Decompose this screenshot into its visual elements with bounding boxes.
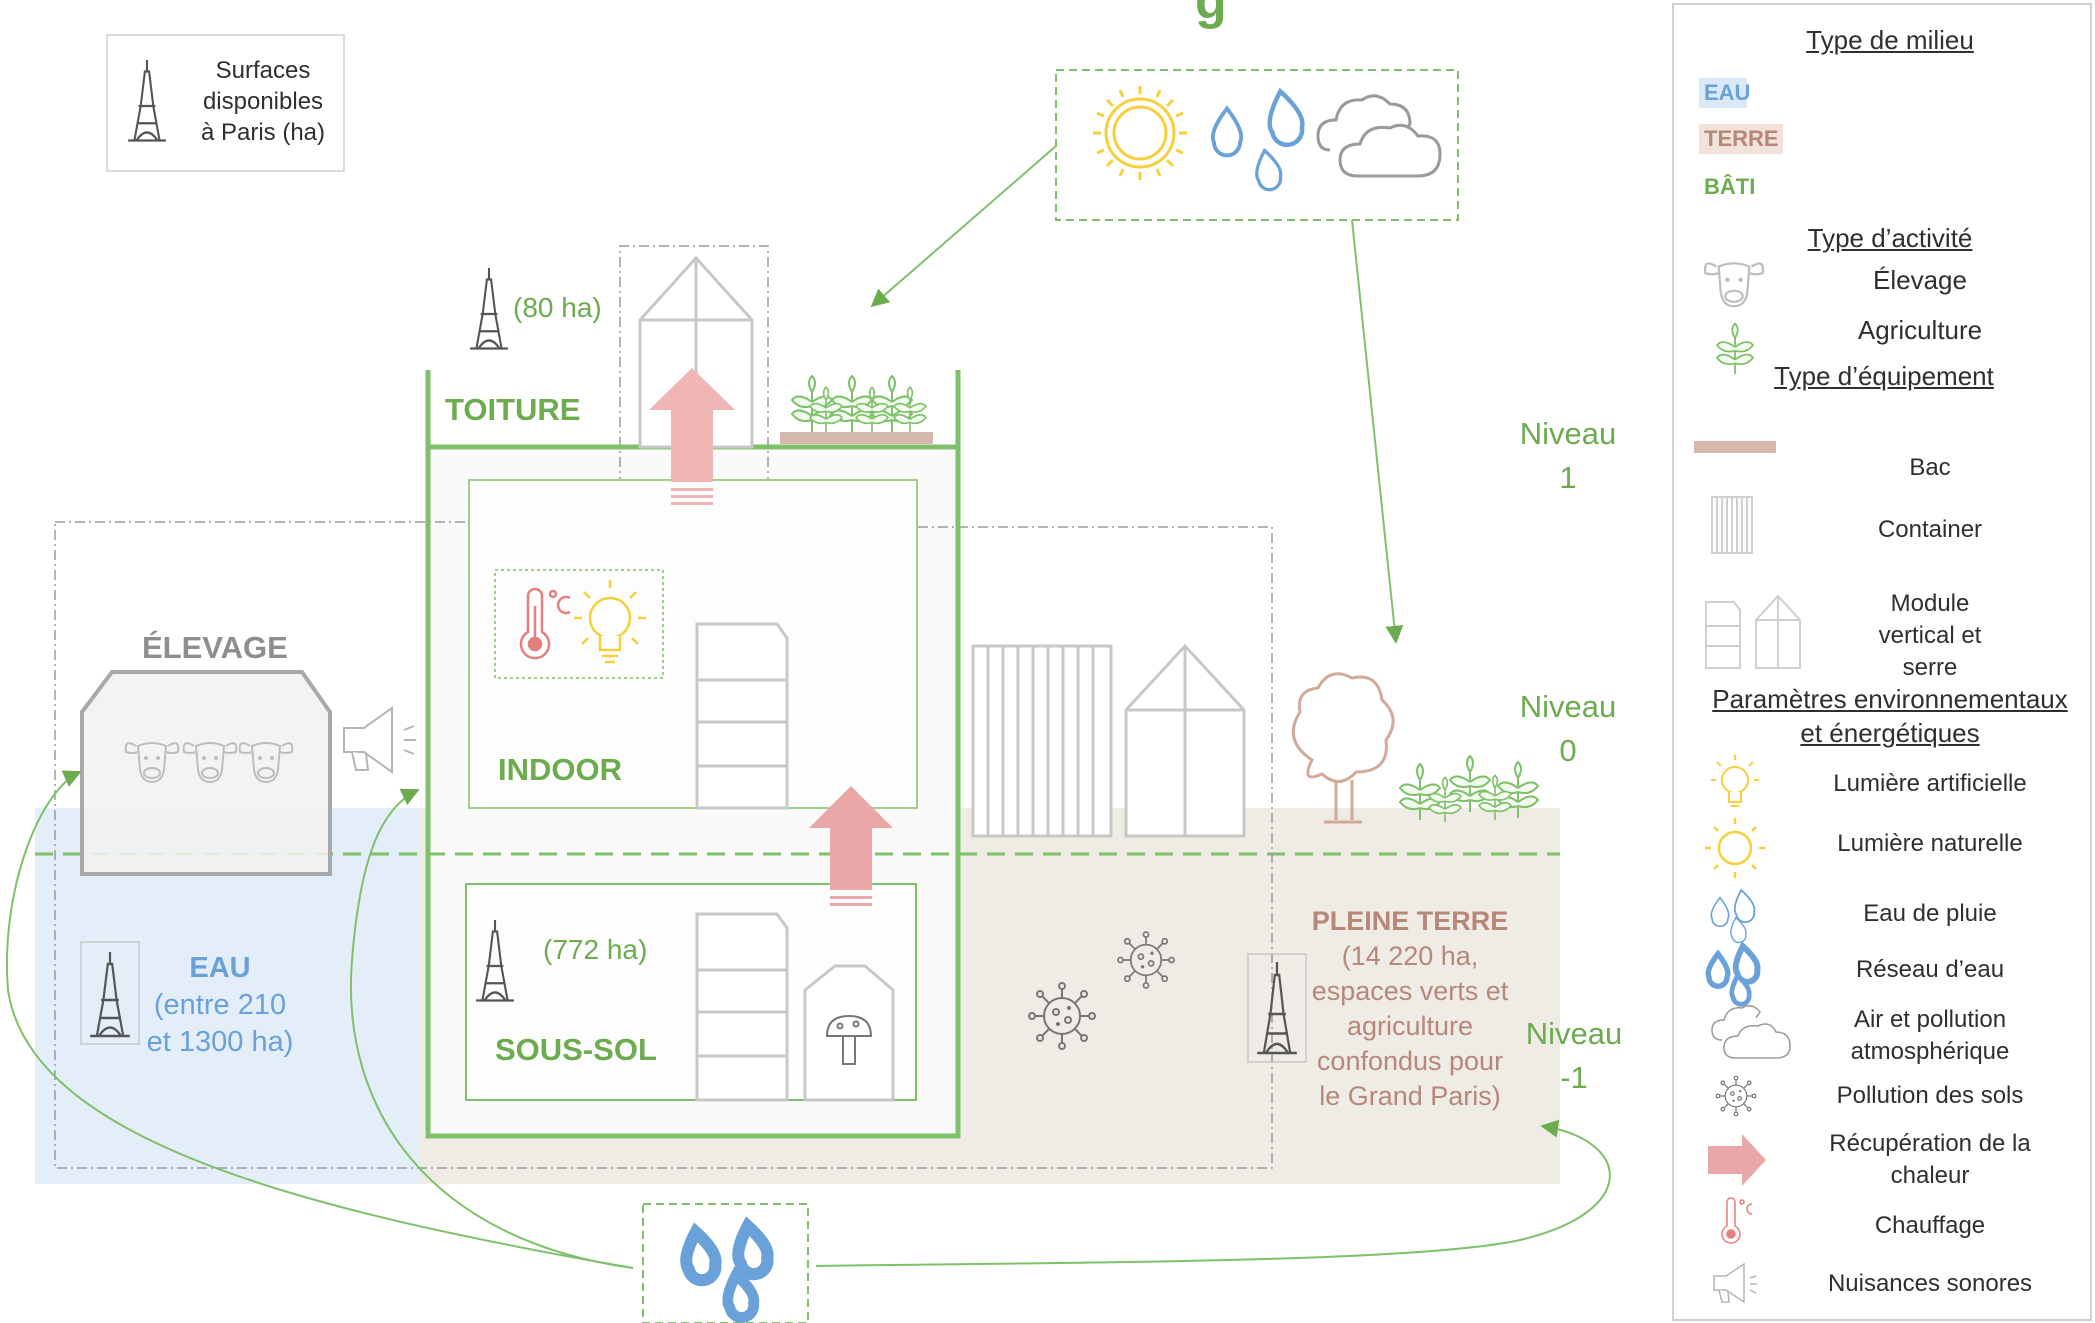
legend-water-network-label: Réseau d’eau [1855,956,2005,983]
level-1-label: Niveau 1 [1498,412,1638,500]
flow-arrows [6,145,1611,1269]
roof-heat-arrow-icon [649,368,735,505]
eau-area-line: et 1300 ha) [146,1026,294,1058]
pleine-terre-line: confondus pour [1316,1046,1504,1076]
inset-text-line: disponibles [202,88,324,115]
soussol-label: SOUS-SOL [495,1032,657,1067]
pleine-terre-label: PLEINE TERRE [1311,906,1509,936]
inset-box [106,34,345,172]
legend-thermometer-label: Chauffage [1874,1212,1986,1239]
indoor-label: INDOOR [498,752,622,787]
indoor-box [468,479,918,809]
legend-cloud-line: Air et pollution [1853,1006,2007,1033]
legend-param-title-line: et énergétiques [1800,718,1980,748]
level-0-label-word: Niveau [1519,689,1617,724]
legend-cloud-label: Air et pollution atmosphérique [1800,1004,2060,1068]
cloud-icon [1316,94,1442,178]
legend-equipement-title: Type d’équipement [1774,361,1994,391]
legend-module-line: Module [1890,590,1970,617]
legend-cloud-line: atmosphérique [1850,1038,2010,1065]
legend-bulb-icon [1711,755,1759,807]
legend-cloud-icon [1711,1005,1791,1059]
megaphone-icon [343,706,416,774]
inset-text: Surfaces disponibles à Paris (ha) [178,55,348,148]
legend-sun-icon [1705,818,1765,878]
ground-greenhouse [1124,643,1246,838]
legend-terre-swatch [1699,124,1783,154]
legend-eau-swatch [1699,78,1747,108]
indoor-params-box [494,569,664,679]
legend-module-serre-icon [1705,594,1801,669]
legend-container-icon [1711,496,1753,554]
legend-heat-label: Récupération de la chaleur [1800,1128,2060,1192]
elevage-barn [80,670,332,876]
legend-megaphone-label: Nuisances sonores [1827,1270,2033,1297]
soussol-vertical-module [695,912,789,1102]
legend-eau-label: EAU [1704,80,1751,105]
elevage-label: ÉLEVAGE [142,630,288,665]
toiture-tower-icon [468,266,510,350]
legend-module-label: Module vertical et serre [1810,588,2050,684]
building-frame [425,370,961,1139]
soussol-area: (772 ha) [543,934,648,965]
thermometer-icon [519,587,571,660]
heat-recovery-arrow-icon [809,786,893,906]
level-1-label-word: Niveau [1519,416,1617,451]
legend-param-title: Paramètres environnementaux et énergétiq… [1690,682,2090,750]
legend-elevage-label: Élevage [1873,265,1967,295]
legend-bac-icon [1694,441,1776,453]
pleine-terre-line: (14 220 ha, [1341,941,1479,971]
container-icon [971,644,1113,838]
legend-bati-label: BÂTI [1704,174,1756,199]
roof-plants-icon [791,375,927,433]
roof-bac-icon [780,432,933,444]
legend-agriculture-label: Agriculture [1857,315,1983,345]
legend-module-line: serre [1902,654,1958,681]
legend-heat-line: chaleur [1890,1162,1970,1189]
legend-bulb-label: Lumière artificielle [1833,770,2027,797]
level-minus1-label: Niveau -1 [1504,1012,1644,1100]
pleine-terre-text: PLEINE TERRE (14 220 ha, espaces verts e… [1290,904,1530,1114]
level-0-label-number: 0 [1559,733,1577,768]
level-minus1-label-number: -1 [1560,1060,1588,1095]
pleine-terre-tower-frame [1247,953,1307,1063]
pleine-terre-line: agriculture [1346,1011,1474,1041]
legend-param-title-line: Paramètres environnementaux [1712,684,2068,714]
legend-virus-label: Pollution des sols [1836,1082,2024,1109]
legend-container-label: Container [1877,516,1983,543]
indoor-vertical-module [695,622,789,810]
toiture-area: (80 ha) [513,292,602,323]
bulb-icon [574,580,646,664]
legend-megaphone-icon [1713,1262,1757,1304]
toiture-label: TOITURE [445,392,581,427]
eau-tower-frame [80,941,140,1045]
sun-icon [1093,86,1187,180]
legend-heat-arrow-icon [1708,1134,1766,1186]
legend-panel [1672,3,2092,1321]
legend-thermometer-icon [1721,1197,1753,1244]
title-fragment: g [1195,0,1227,30]
inset-text-line: à Paris (ha) [200,119,326,146]
level-0-label: Niveau 0 [1498,685,1638,773]
legend-sun-label: Lumière naturelle [1837,830,2023,857]
mushroom-icon [825,1014,873,1065]
legend-milieu-title: Type de milieu [1806,25,1974,55]
legend-bac-label: Bac [1909,454,1951,481]
level-minus1-label-word: Niveau [1525,1016,1623,1051]
mushroom-container [803,964,895,1102]
pleine-terre-line: le Grand Paris) [1319,1081,1501,1111]
legend-rain-label: Eau de pluie [1863,900,1997,927]
level-1-label-number: 1 [1559,460,1577,495]
eau-text: EAU (entre 210 et 1300 ha) [120,950,320,1061]
eau-area-line: (entre 210 [153,989,287,1021]
legend-terre-label: TERRE [1704,126,1779,151]
legend-activite-title: Type d’activité [1807,223,1973,253]
inset-text-line: Surfaces [215,57,311,84]
legend-heat-line: Récupération de la [1829,1130,2031,1157]
eau-label: EAU [189,952,251,984]
legend-module-line: vertical et [1878,622,1982,649]
tree-icon [1291,672,1395,824]
pleine-terre-line: espaces verts et [1311,976,1509,1006]
